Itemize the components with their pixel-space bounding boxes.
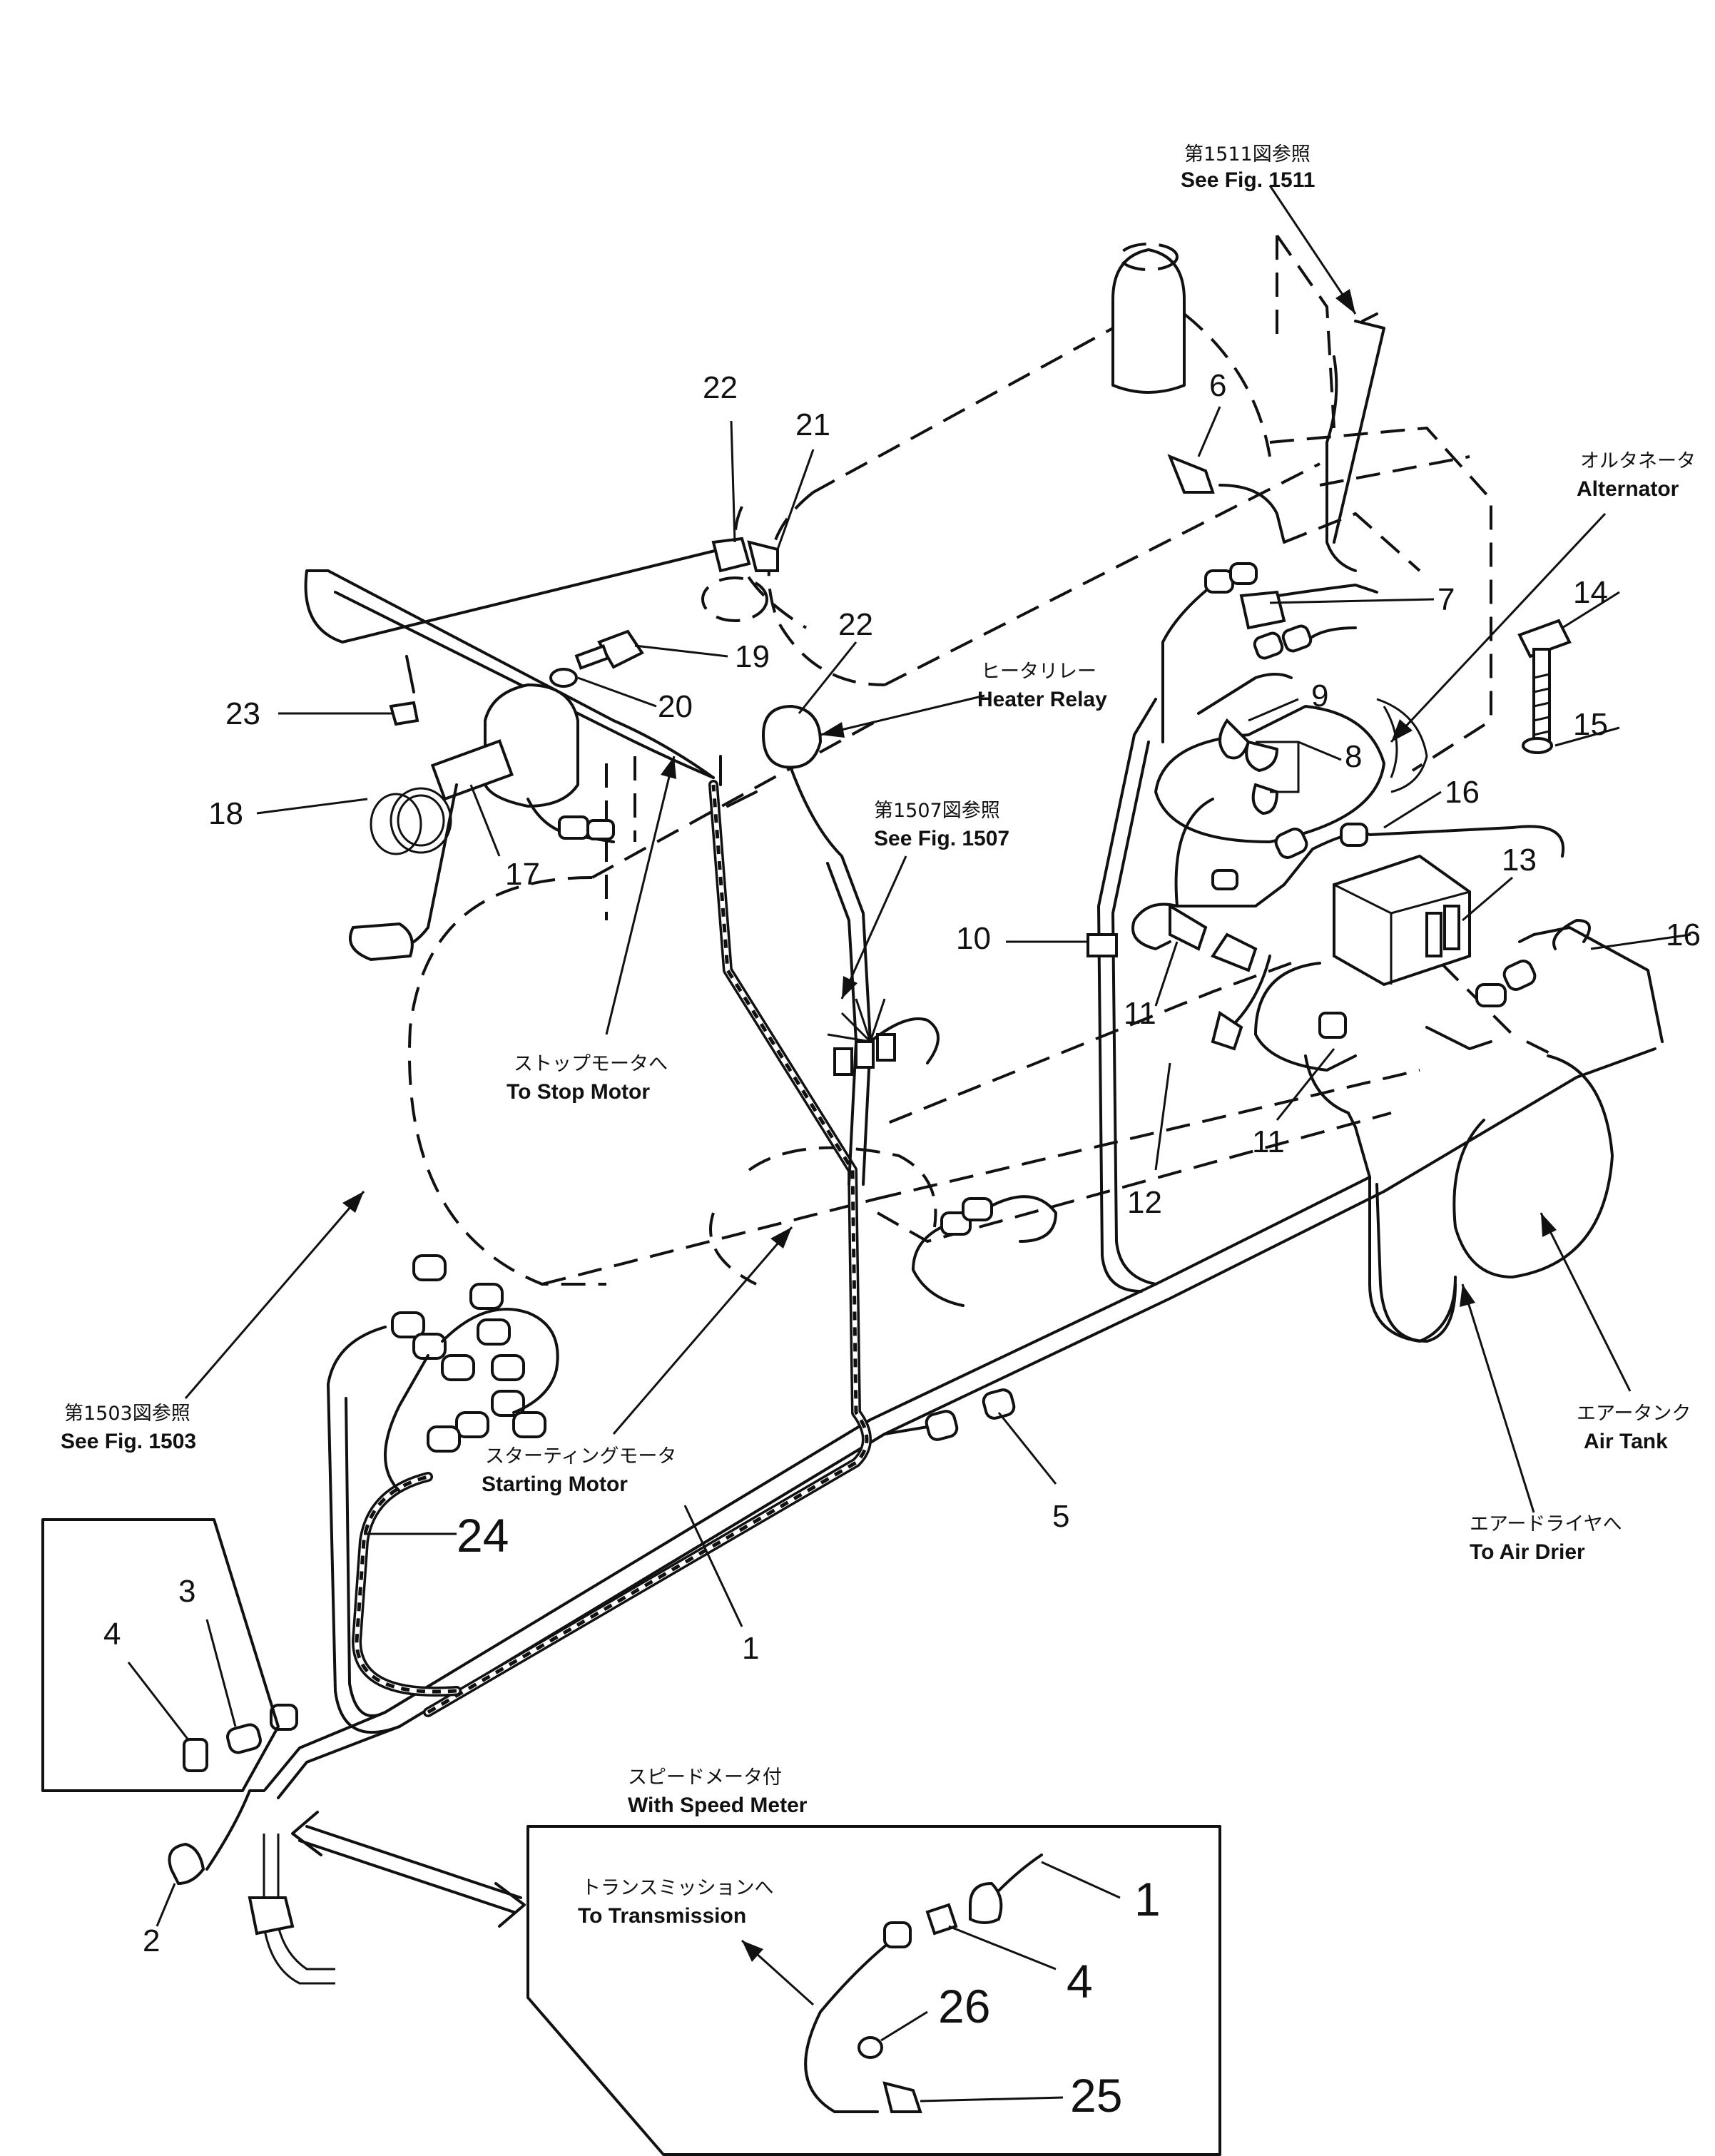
callout-11-bottom: 11 [1252, 1124, 1285, 1159]
leader-lines [127, 185, 1691, 2102]
callout-9: 9 [1311, 678, 1328, 713]
speed-meter-jp: スピードメータ付 [628, 1766, 782, 1789]
callout-4-inset: 4 [1067, 1955, 1093, 2008]
callout-3: 3 [178, 1574, 195, 1609]
callout-4-left: 4 [103, 1617, 121, 1652]
callout-11-left: 11 [1124, 996, 1156, 1031]
callout-2: 2 [143, 1923, 160, 1958]
callout-18: 18 [208, 796, 243, 831]
stop-motor-jp: ストップモータへ [514, 1053, 668, 1075]
callout-8: 8 [1345, 739, 1362, 774]
air-drier-jp: エアードライヤへ [1470, 1513, 1622, 1535]
text-labels: 第1511図参照 See Fig. 1511 オルタネータ Alternator… [61, 143, 1696, 1928]
connectors [168, 454, 1572, 1985]
engine-phantom-outline [408, 234, 1614, 1286]
callout-15: 15 [1573, 707, 1608, 742]
callout-1-main: 1 [742, 1631, 759, 1666]
air-tank-en: Air Tank [1584, 1430, 1668, 1453]
see-fig-1511-en: See Fig. 1511 [1181, 168, 1315, 192]
starting-motor-en: Starting Motor [482, 1473, 628, 1496]
callout-7: 7 [1437, 582, 1455, 617]
callout-10: 10 [956, 921, 991, 956]
callout-23: 23 [225, 696, 260, 731]
see-fig-1507-jp: 第1507図参照 [874, 800, 1000, 822]
speed-meter-en: With Speed Meter [628, 1794, 808, 1817]
callout-22-top: 22 [703, 370, 738, 405]
to-transmission-jp: トランスミッションへ [581, 1877, 773, 1899]
harness-24 [352, 780, 872, 1717]
see-fig-1511-jp: 第1511図参照 [1184, 143, 1311, 166]
callout-6: 6 [1209, 368, 1226, 403]
inset-speed-meter [526, 1825, 1221, 2156]
air-drier-en: To Air Drier [1470, 1540, 1585, 1564]
callout-25: 25 [1070, 2069, 1122, 2122]
alternator-en: Alternator [1577, 477, 1679, 501]
callout-numbers: 22 21 19 20 23 18 17 22 6 7 9 8 14 15 16… [103, 368, 1701, 2122]
to-transmission-en: To Transmission [578, 1904, 746, 1928]
callout-24: 24 [457, 1509, 509, 1562]
double-arrow-to-inset [291, 1811, 526, 1928]
callout-20: 20 [658, 689, 693, 724]
inset-left [41, 1518, 280, 1792]
callout-22-relay: 22 [838, 607, 873, 642]
alternator-jp: オルタネータ [1580, 450, 1696, 472]
callout-21: 21 [795, 407, 830, 442]
heater-relay-jp: ヒータリレー [981, 661, 1096, 683]
callout-12: 12 [1127, 1185, 1162, 1220]
callout-17: 17 [505, 857, 540, 892]
see-fig-1507-en: See Fig. 1507 [874, 827, 1009, 850]
air-drier-branch [1368, 1176, 1457, 1343]
fuel-sensor-wiring [304, 548, 722, 962]
see-fig-1503-jp: 第1503図参照 [64, 1403, 190, 1425]
stop-motor-en: To Stop Motor [507, 1080, 650, 1104]
callout-5: 5 [1052, 1499, 1069, 1534]
callout-16-right: 16 [1666, 917, 1701, 952]
callout-26: 26 [938, 1980, 990, 2033]
upper-right-wiring [1161, 312, 1385, 743]
callout-14: 14 [1573, 575, 1608, 610]
callout-1-inset: 1 [1134, 1873, 1161, 1926]
callout-19: 19 [735, 639, 770, 674]
heater-relay-en: Heater Relay [977, 688, 1107, 711]
main-harness [264, 698, 1657, 1799]
callout-13: 13 [1502, 843, 1537, 878]
starting-motor-jp: スターティングモータ [485, 1445, 676, 1468]
callout-16-upper: 16 [1445, 775, 1480, 810]
see-fig-1503-en: See Fig. 1503 [61, 1430, 196, 1453]
air-tank-jp: エアータンク [1577, 1403, 1691, 1425]
